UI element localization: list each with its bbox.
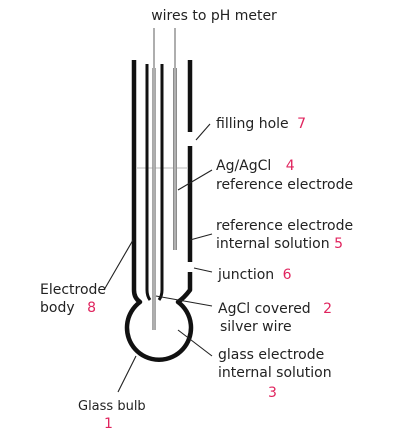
leader-junction	[193, 267, 213, 273]
label-agcl-wire: AgCl covered 2	[218, 301, 332, 317]
label-reference-electrode: Ag/AgCl 4	[216, 158, 295, 174]
inner-glass-tube	[145, 64, 164, 301]
leader-agcl-wire	[155, 295, 213, 307]
label-reference-electrode-line2: reference electrode	[216, 177, 353, 193]
junction-gap	[186, 262, 194, 272]
label-glass-bulb: Glass bulb	[78, 399, 146, 414]
label-agcl-wire-line2: silver wire	[220, 319, 292, 335]
leader-electrode-body	[103, 239, 134, 291]
leader-filling-hole	[195, 123, 211, 141]
label-glass-solution-line2: internal solution	[218, 365, 332, 381]
label-reference-solution-line2: internal solution 5	[216, 236, 343, 252]
leader-lines	[103, 123, 213, 393]
label-filling-hole: filling hole 7	[216, 116, 306, 132]
label-electrode-body-line2: body 8	[40, 300, 96, 316]
label-reference-solution: reference electrode	[216, 218, 353, 234]
leader-reference-solution	[189, 233, 213, 241]
label-junction: junction 6	[217, 267, 292, 283]
label-glass-bulb-number: 1	[104, 416, 113, 432]
wires-label: wires to pH meter	[151, 8, 277, 24]
leader-glass-solution	[177, 329, 213, 357]
label-glass-solution-number: 3	[268, 385, 277, 401]
label-glass-solution: glass electrode	[218, 347, 324, 363]
leader-reference-electrode	[177, 169, 213, 191]
label-electrode-body: Electrode	[40, 282, 106, 298]
electrode-body-outline	[124, 60, 194, 362]
leader-glass-bulb	[117, 355, 137, 393]
filling-hole-gap	[186, 132, 194, 146]
